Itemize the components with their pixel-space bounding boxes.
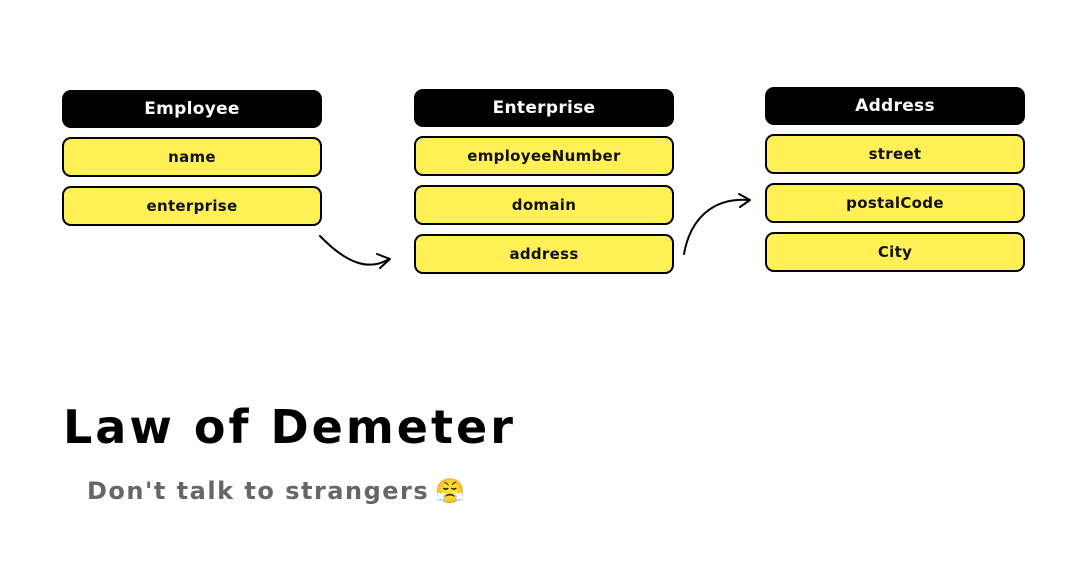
page-title: Law of Demeter [63, 400, 516, 454]
enterprise-field-address: address [414, 234, 674, 274]
enterprise-header: Enterprise [414, 89, 674, 127]
employee-entity: Employee name enterprise [62, 90, 322, 226]
curved-arrow-icon [319, 235, 391, 269]
address-field-city: City [765, 232, 1025, 272]
subtitle-text: Don't talk to strangers [87, 477, 430, 505]
enterprise-entity: Enterprise employeeNumber domain address [414, 89, 674, 274]
page-subtitle: Don't talk to strangers😤 [87, 477, 467, 505]
enterprise-field-domain: domain [414, 185, 674, 225]
curved-arrow-icon [683, 193, 751, 255]
address-field-street: street [765, 134, 1025, 174]
address-field-postal-code: postalCode [765, 183, 1025, 223]
enterprise-field-employee-number: employeeNumber [414, 136, 674, 176]
steaming-face-icon: 😤 [435, 477, 467, 505]
employee-field-name: name [62, 137, 322, 177]
address-header: Address [765, 87, 1025, 125]
employee-field-enterprise: enterprise [62, 186, 322, 226]
employee-header: Employee [62, 90, 322, 128]
address-entity: Address street postalCode City [765, 87, 1025, 272]
